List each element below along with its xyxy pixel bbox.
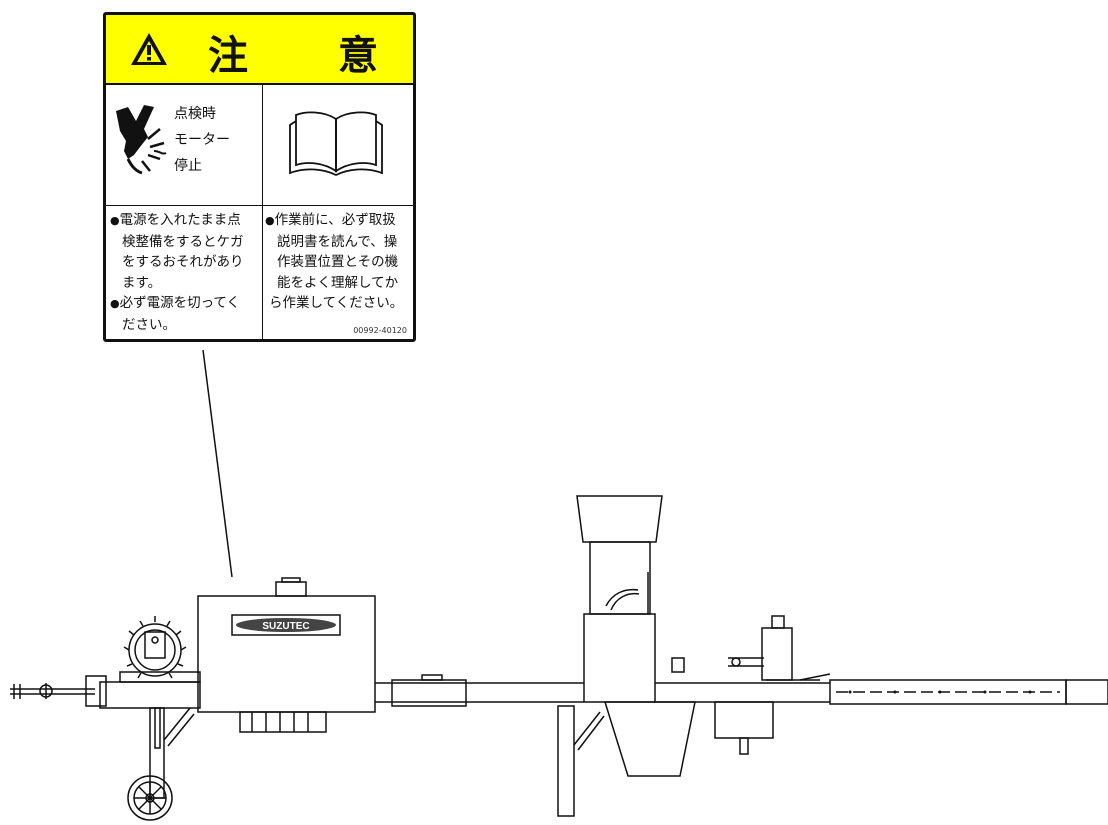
note-line: 電源を入れたまま点	[119, 212, 241, 228]
main-cover	[197, 577, 376, 733]
motor-stop-text: 点検時 モーター 停止	[174, 101, 230, 179]
caution-heading-char-2: 意	[338, 33, 378, 79]
motor-text-line: モーター	[174, 132, 230, 148]
left-frame	[99, 671, 201, 821]
right-section	[655, 615, 831, 755]
note-line: 作装置位置とその機	[277, 254, 399, 270]
electric-hazard-note: ●電源を入れたまま点 検整備をするとケガ をするおそれがあり ます。 ●必ず電源…	[110, 210, 260, 335]
read-manual-note: ●作業前に、必ず取扱 説明書を読んで、操 作装置位置とその機 能をよく理解してか…	[265, 210, 415, 314]
caution-header: 注 意	[106, 15, 413, 85]
note-line: ださい。	[122, 316, 176, 333]
conveyor-rails	[375, 674, 584, 707]
hand-injury-icon	[116, 105, 167, 175]
warning-triangle-icon	[131, 33, 167, 65]
note-line: 必ず電源を切ってく	[119, 295, 241, 311]
discharge-conveyor	[829, 679, 1108, 705]
hopper-unit	[557, 495, 696, 817]
label-horizontal-divider	[106, 205, 413, 206]
note-line: 能をよく理解してか	[277, 274, 399, 291]
note-line: ら作業してください。	[269, 295, 404, 311]
note-line: ます。	[122, 274, 162, 291]
label-vertical-divider	[262, 83, 263, 342]
caution-label: 注 意 点検時 モーター 停止 ●電源を入れたまま点 検整備をするとケガ をする…	[103, 12, 416, 342]
brand-plate: SUZUTEC	[231, 614, 341, 636]
left-drive-shaft	[10, 675, 107, 707]
note-line: 検整備をするとケガ	[122, 233, 244, 250]
caution-heading-char-1: 注	[208, 33, 248, 79]
note-line: をするおそれがあり	[122, 254, 244, 270]
motor-text-line: 停止	[174, 158, 202, 174]
motor-text-line: 点検時	[174, 106, 216, 122]
leader-line	[202, 349, 233, 578]
open-book-icon	[289, 111, 383, 177]
part-code: 00992-40120	[353, 326, 407, 335]
sprocket-wheel	[123, 616, 187, 679]
brand-plate-text: SUZUTEC	[262, 621, 309, 632]
note-line: 説明書を読んで、操	[277, 233, 398, 250]
note-line: 作業前に、必ず取扱	[274, 212, 396, 228]
